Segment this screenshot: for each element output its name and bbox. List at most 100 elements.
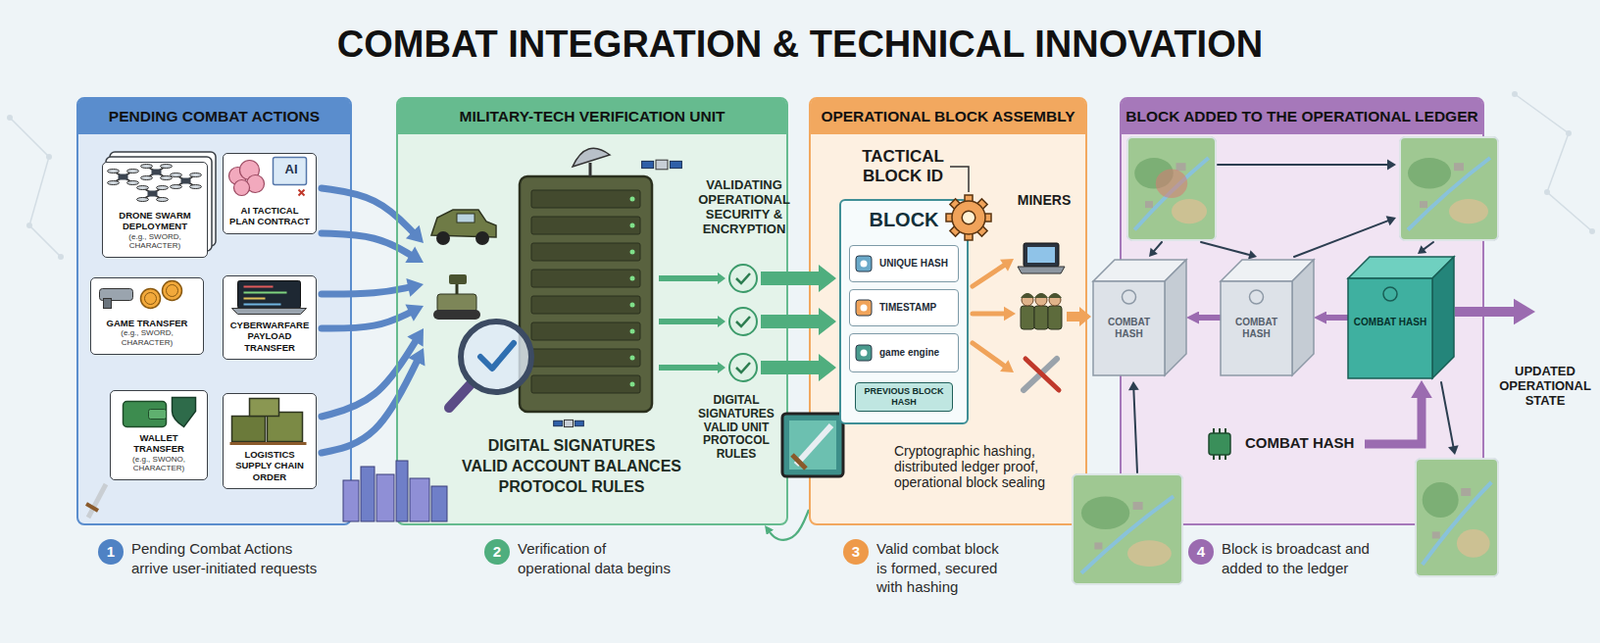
decor-ellipse	[1407, 157, 1451, 190]
decor-line	[86, 503, 99, 511]
block-id-label: TACTICAL BLOCK ID	[857, 147, 949, 186]
decor-rect	[808, 97, 1088, 526]
decor-rect	[1034, 305, 1049, 330]
decor-rect	[974, 199, 988, 212]
decor-g	[100, 281, 183, 309]
decor-g	[855, 300, 872, 316]
decor-rect	[1432, 531, 1441, 539]
decor-rect	[669, 160, 682, 168]
decor-path	[1003, 306, 1016, 321]
decor-circle	[729, 353, 757, 382]
decor-rect	[531, 375, 641, 394]
illustration	[850, 290, 851, 292]
decor-rect	[1133, 501, 1144, 510]
decor-path	[1417, 245, 1427, 254]
decor-circle	[166, 285, 179, 298]
decor-circle	[240, 160, 260, 181]
decor-rect	[782, 413, 844, 477]
decor-rect	[1220, 281, 1293, 376]
decor-g	[1072, 137, 1536, 585]
decor-line	[1025, 358, 1059, 391]
decor-ellipse	[1134, 157, 1174, 190]
hash-label: COMBAT HASH	[1093, 316, 1165, 340]
decor-rect	[149, 409, 167, 420]
decor-path	[736, 316, 750, 327]
decor-circle	[1565, 130, 1572, 137]
decor-line	[1224, 428, 1227, 434]
decor-path	[760, 264, 837, 293]
decor-line	[1224, 454, 1227, 460]
decor-rect	[564, 419, 574, 427]
action-card: WALLET TRANSFER(e.g., SWONO, CHARACTER)	[109, 390, 208, 481]
illustration	[850, 334, 851, 336]
process-note: DIGITAL SIGNATURES VALID UNIT PROTOCOL R…	[694, 394, 779, 462]
decor-line	[1218, 454, 1221, 460]
decor-rect	[531, 322, 641, 341]
decor-rect	[1453, 162, 1464, 171]
decor-circle	[57, 253, 64, 260]
decor-line	[972, 263, 1006, 287]
decor-rect	[531, 190, 641, 208]
decor-line	[449, 384, 471, 408]
decor-path	[321, 311, 413, 329]
decor-ellipse	[160, 176, 173, 181]
decor-circle	[229, 167, 248, 186]
decor-path	[1000, 258, 1014, 272]
decor-rect	[642, 160, 654, 168]
decor-path	[321, 188, 415, 235]
decor-rect	[974, 223, 988, 237]
decor-circle	[630, 329, 636, 335]
decor-path	[1220, 259, 1314, 282]
decor-line	[143, 188, 163, 200]
process-note: VALIDATING OPERATIONAL SECURITY & ENCRYP…	[690, 178, 799, 238]
decor-circle	[1589, 228, 1596, 235]
decor-g	[855, 255, 872, 272]
illustration	[1348, 256, 1350, 258]
decor-ellipse	[1081, 496, 1130, 530]
decor-ellipse	[1155, 169, 1188, 199]
decor-g	[855, 345, 872, 361]
decor-ellipse	[156, 198, 169, 202]
card-title: WALLET TRANSFER	[114, 432, 203, 455]
decor-rect	[148, 191, 158, 198]
decor-ellipse	[1449, 199, 1489, 224]
decor-path	[1093, 259, 1187, 282]
field-box: TIMESTAMP	[849, 289, 959, 327]
field-box: UNIQUE HASH	[849, 245, 959, 283]
decor-rect	[409, 478, 430, 522]
decor-path	[1422, 482, 1493, 565]
decor-line	[147, 166, 167, 179]
decor-path	[480, 343, 514, 369]
stage-panel: COMBAT HASHCOMBAT HASHCOMBAT HASHBLOCK A…	[1119, 97, 1485, 526]
decor-circle	[951, 200, 986, 235]
illustration	[1220, 259, 1222, 261]
decor-rect	[360, 466, 375, 522]
decor-rect	[1415, 458, 1499, 577]
decor-rect	[109, 151, 216, 247]
decor-path	[9, 117, 61, 257]
decor-path	[1387, 159, 1397, 171]
illustration	[102, 162, 104, 164]
decor-line	[1133, 388, 1138, 473]
field-label: UNIQUE HASH	[879, 257, 949, 270]
card-note: (e.g., SWORD, CHARACTER)	[106, 232, 203, 251]
card-note: (e.g., SWONO, CHARACTER)	[114, 454, 203, 474]
action-card: AI TACTICAL PLAN CONTRACT	[222, 152, 317, 235]
illustration	[1093, 259, 1095, 261]
decor-rect	[1145, 200, 1153, 208]
decor-g	[6, 91, 1596, 260]
decor-path	[572, 148, 610, 167]
decor-rect	[118, 174, 129, 181]
decor-circle	[475, 231, 490, 246]
decor-circle	[1544, 189, 1550, 196]
decor-line	[176, 175, 197, 188]
decor-line	[88, 484, 106, 518]
decor-circle	[860, 304, 868, 312]
decor-rect	[531, 269, 641, 288]
decor-line	[1441, 382, 1454, 449]
decor-rect	[1127, 137, 1216, 241]
panel-title: BLOCK ADDED TO THE OPERATIONAL LEDGER	[1121, 99, 1483, 135]
card-note: (e.g., SWORD, CHARACTER)	[95, 328, 200, 348]
decor-path	[172, 398, 197, 428]
decor-circle	[26, 222, 33, 229]
